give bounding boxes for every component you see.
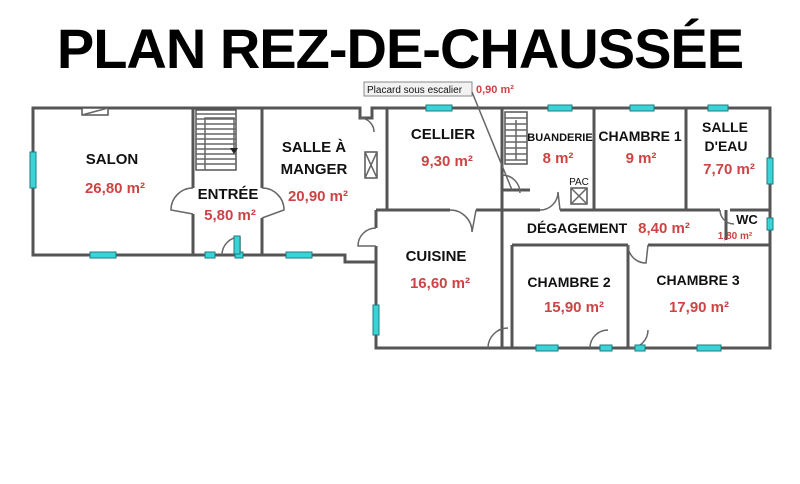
room-sam-name-1: SALLE À [282,139,346,156]
room-sam-name-2: MANGER [281,161,348,178]
placard-area: 0,90 m² [476,84,514,96]
room-sde-area: 7,70 m² [703,161,755,178]
chimney-box [364,151,378,179]
room-salon-area: 26,80 m² [85,180,145,197]
pac-unit [570,187,588,205]
room-cellier-area: 9,30 m² [421,153,473,170]
room-degagement-name: DÉGAGEMENT [527,220,628,236]
room-buanderie-area: 8 m² [543,150,574,167]
room-chambre1-area: 9 m² [626,150,657,167]
staircase-buanderie [504,111,528,165]
room-cuisine-area: 16,60 m² [410,275,470,292]
room-chambre3-area: 17,90 m² [669,299,729,316]
fireplace-mark [81,107,109,116]
room-wc-area: 1,80 m² [718,231,753,242]
room-sde-name-1: SALLE [702,119,748,135]
room-entree-name: ENTRÉE [198,186,259,203]
room-entree-area: 5,80 m² [204,207,256,224]
room-sde-name-2: D'EAU [705,138,748,154]
room-chambre2-name: CHAMBRE 2 [527,274,610,290]
placard-label: Placard sous escalier [367,85,463,96]
placard-callout: Placard sous escalier 0,90 m² [363,81,514,191]
room-degagement-area: 8,40 m² [638,220,690,237]
wall-wc [724,208,770,240]
room-chambre3-name: CHAMBRE 3 [656,272,739,288]
windows [29,104,774,352]
room-chambre1-name: CHAMBRE 1 [598,128,681,144]
room-pac-name: PAC [569,177,589,188]
staircase-entree [195,109,238,171]
room-wc-name: WC [736,212,758,227]
room-salon-name: SALON [86,151,139,168]
room-cuisine-name: CUISINE [406,248,467,265]
plan-title: PLAN REZ-DE-CHAUSSÉE [56,17,744,80]
room-buanderie-name: BUANDERIE [527,132,592,144]
doors [170,117,735,349]
room-cellier-name: CELLIER [411,126,475,143]
room-sam-area: 20,90 m² [288,188,348,205]
room-chambre2-area: 15,90 m² [544,299,604,316]
